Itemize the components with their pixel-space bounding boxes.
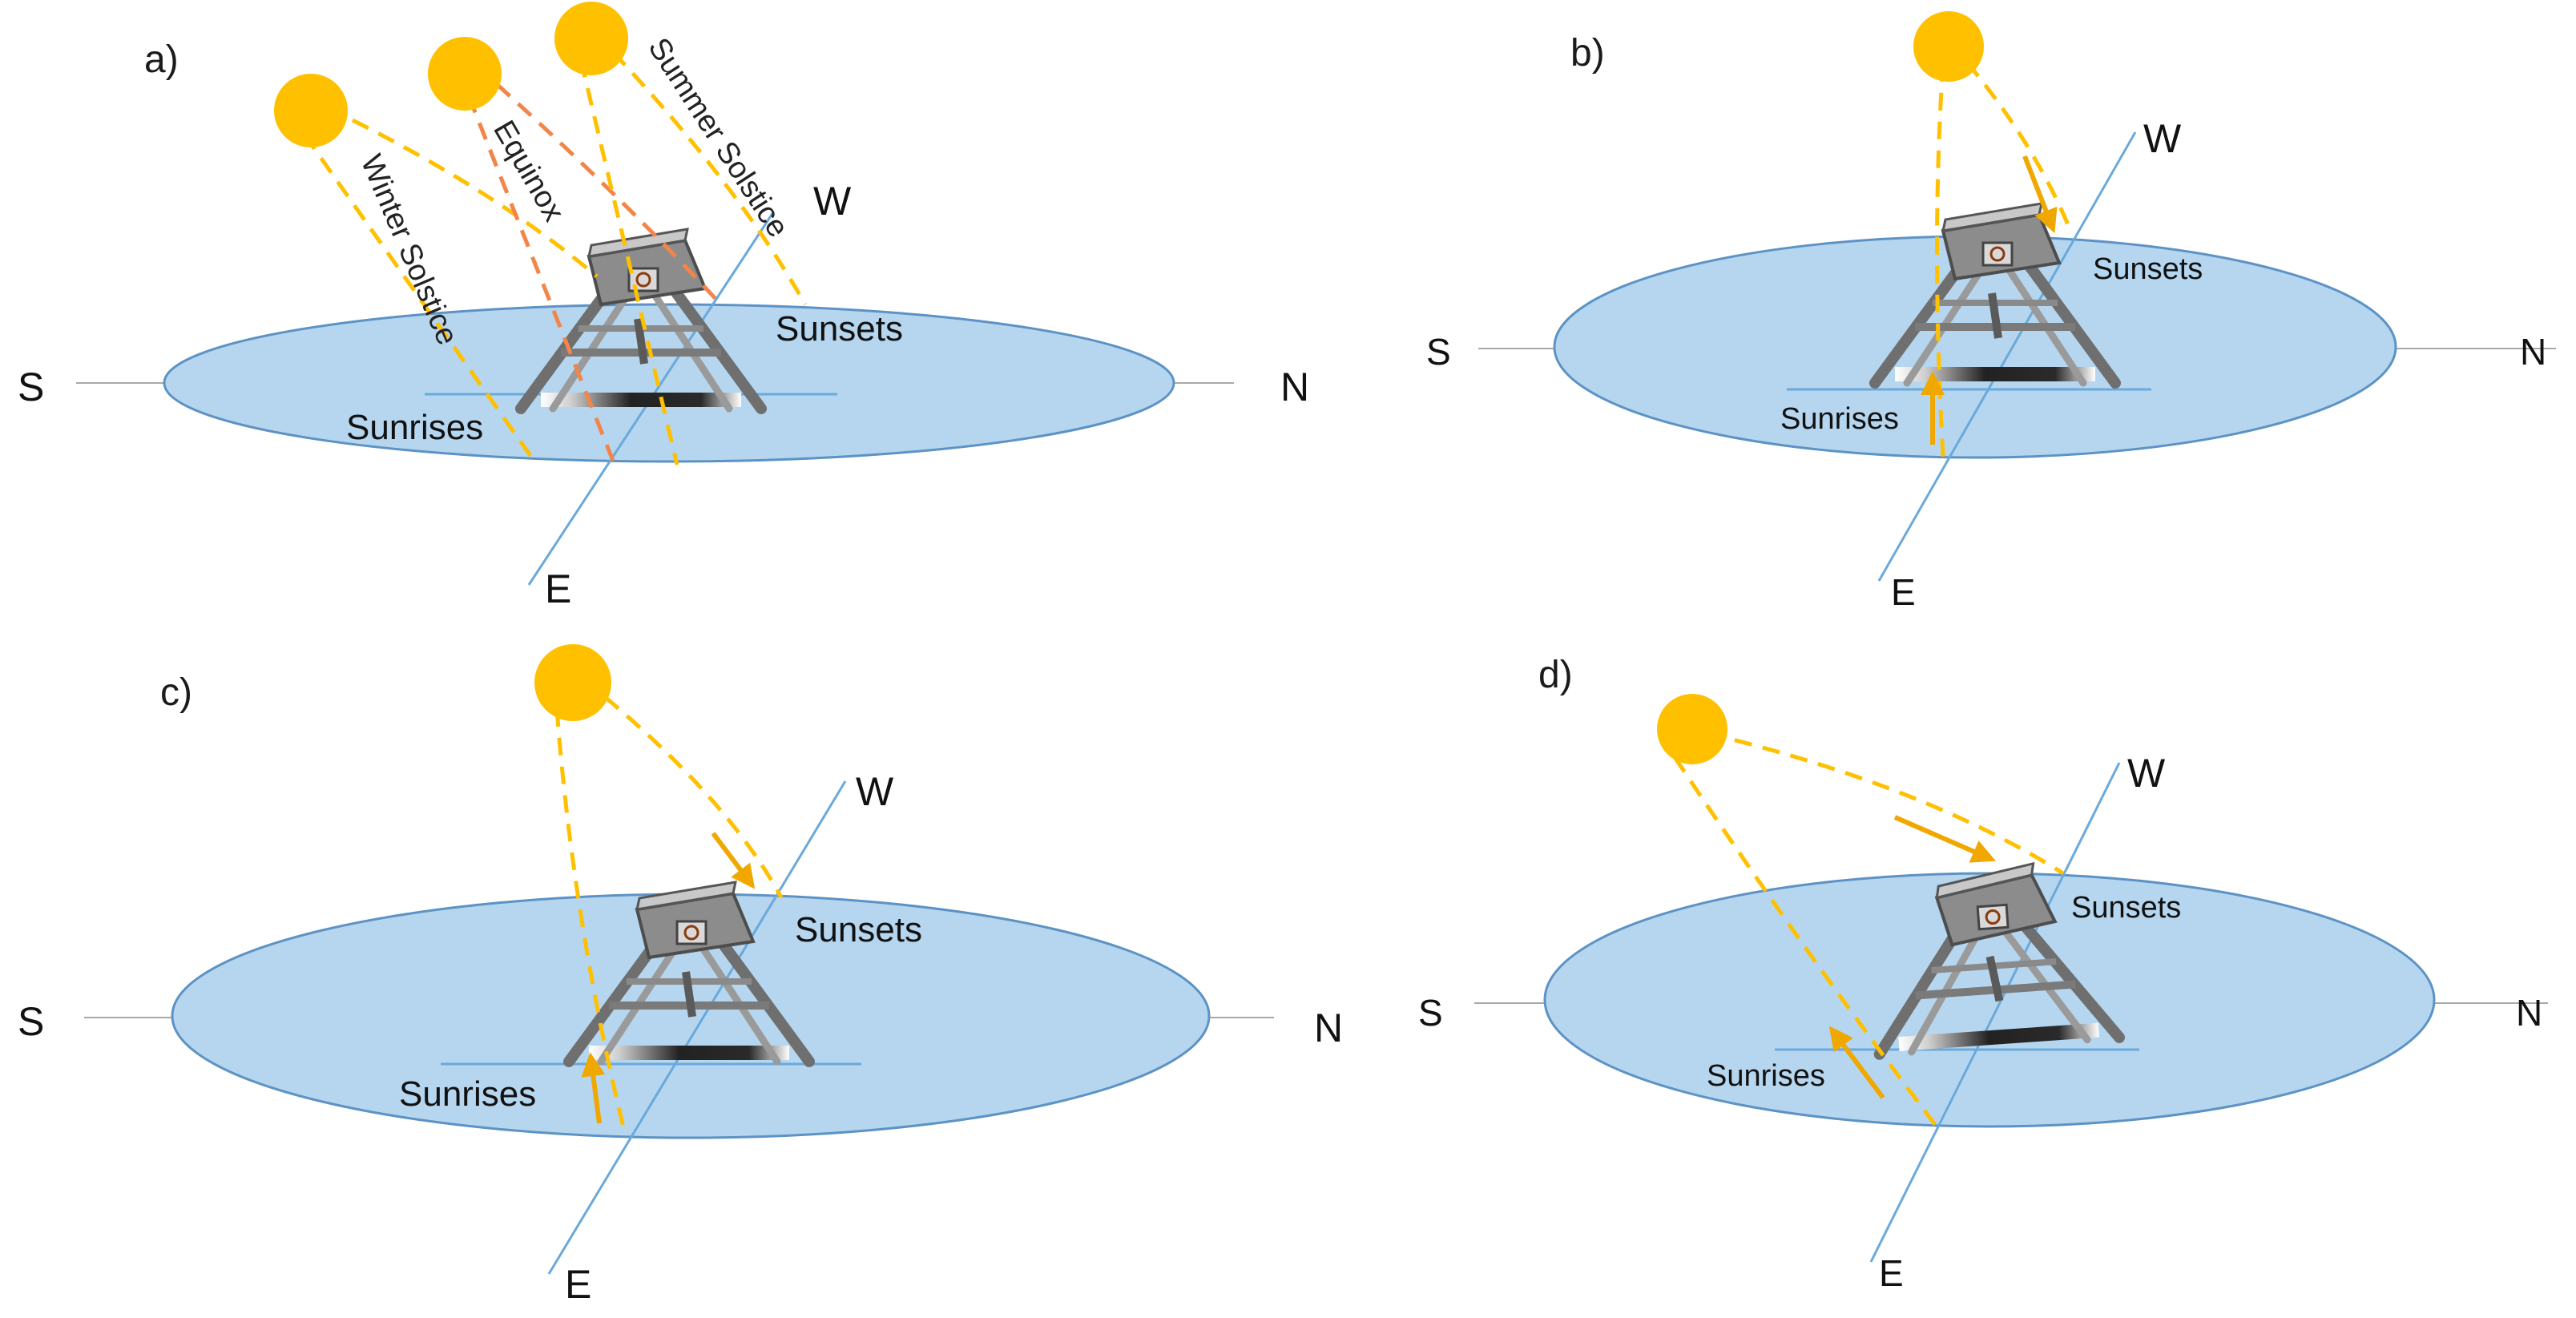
label-sunsets-c: Sunsets [795, 910, 922, 949]
direction-arrow-icon [1893, 815, 1997, 863]
direction-arrow-icon [2022, 155, 2058, 234]
direction-arrow-icon [711, 832, 756, 889]
ray-sunset-b [1965, 61, 2074, 233]
panel-label-a: a) [144, 38, 179, 81]
compass-n-d: N [2516, 992, 2542, 1034]
label-summer-solstice: Summer Solstice [641, 32, 795, 244]
ew-axis-c [547, 780, 847, 1275]
sun-icon [1913, 11, 1984, 82]
compass-s-d: S [1418, 992, 1443, 1034]
sun-icon [554, 2, 628, 75]
ray-sunset-d [1706, 731, 2065, 876]
label-sunrises-d: Sunrises [1707, 1059, 1825, 1093]
compass-s-c: S [18, 999, 44, 1044]
ray-sunrise-c [554, 708, 627, 1135]
sun-rays-a [302, 50, 808, 466]
sun-rays-c [554, 695, 784, 1135]
sun-rays-d [1672, 731, 2065, 1131]
compass-w-b: W [2143, 116, 2182, 161]
ray-summer-sunrise [578, 59, 679, 466]
panel-label-d: d) [1538, 654, 1573, 696]
ew-axis-b [1877, 131, 2137, 582]
ray-sunset-c [603, 695, 784, 899]
sun-icon [1657, 694, 1727, 764]
compass-s-b: S [1426, 331, 1451, 373]
panel-label-b: b) [1570, 32, 1605, 75]
ray-equinox-sunrise [466, 95, 615, 462]
label-sunrises-a: Sunrises [346, 408, 483, 447]
compass-w-a: W [813, 179, 852, 224]
label-sunrises-c: Sunrises [399, 1074, 536, 1114]
panel-c: c) S N E W Sunrises Sunsets [18, 644, 1343, 1307]
compass-n-a: N [1280, 365, 1309, 409]
compass-e-d: E [1879, 1252, 1904, 1294]
label-equinox: Equinox [486, 115, 570, 228]
label-sunsets-d: Sunsets [2071, 891, 2181, 925]
sun-icon [274, 74, 348, 147]
ew-axis-d [1869, 762, 2121, 1263]
panel-a: a) Winter Solstice Equinox Summer Solsti… [18, 2, 1309, 611]
compass-n-c: N [1314, 1006, 1343, 1050]
compass-w-c: W [856, 769, 894, 814]
panel-label-c: c) [160, 671, 192, 714]
sun-icon [428, 37, 502, 111]
panel-b: b) S N E W Sunrises Sunsets [1426, 11, 2556, 613]
compass-e-b: E [1891, 571, 1916, 613]
label-sunsets-a: Sunsets [776, 309, 903, 349]
label-sunrises-b: Sunrises [1780, 402, 1899, 436]
compass-e-c: E [565, 1262, 591, 1307]
ground-disc-a [163, 303, 1175, 463]
direction-arrow-icon [1828, 1026, 1885, 1099]
direction-arrow-icon [581, 1052, 606, 1124]
ray-winter-sunset [351, 118, 599, 278]
ray-sunrise-b [1935, 63, 1945, 457]
sun-rays-b [1935, 61, 2074, 457]
ray-equinox-sunset [495, 83, 719, 302]
compass-s-a: S [18, 365, 44, 409]
compass-e-a: E [545, 566, 571, 611]
compass-n-b: N [2520, 331, 2546, 373]
sun-icon [534, 644, 611, 721]
label-sunsets-b: Sunsets [2093, 252, 2203, 286]
compass-w-d: W [2127, 751, 2166, 796]
panel-d: d) S N E W Sunrises Sunsets [1418, 654, 2548, 1294]
ray-winter-sunrise [302, 133, 539, 466]
ray-sunrise-d [1672, 756, 1941, 1131]
